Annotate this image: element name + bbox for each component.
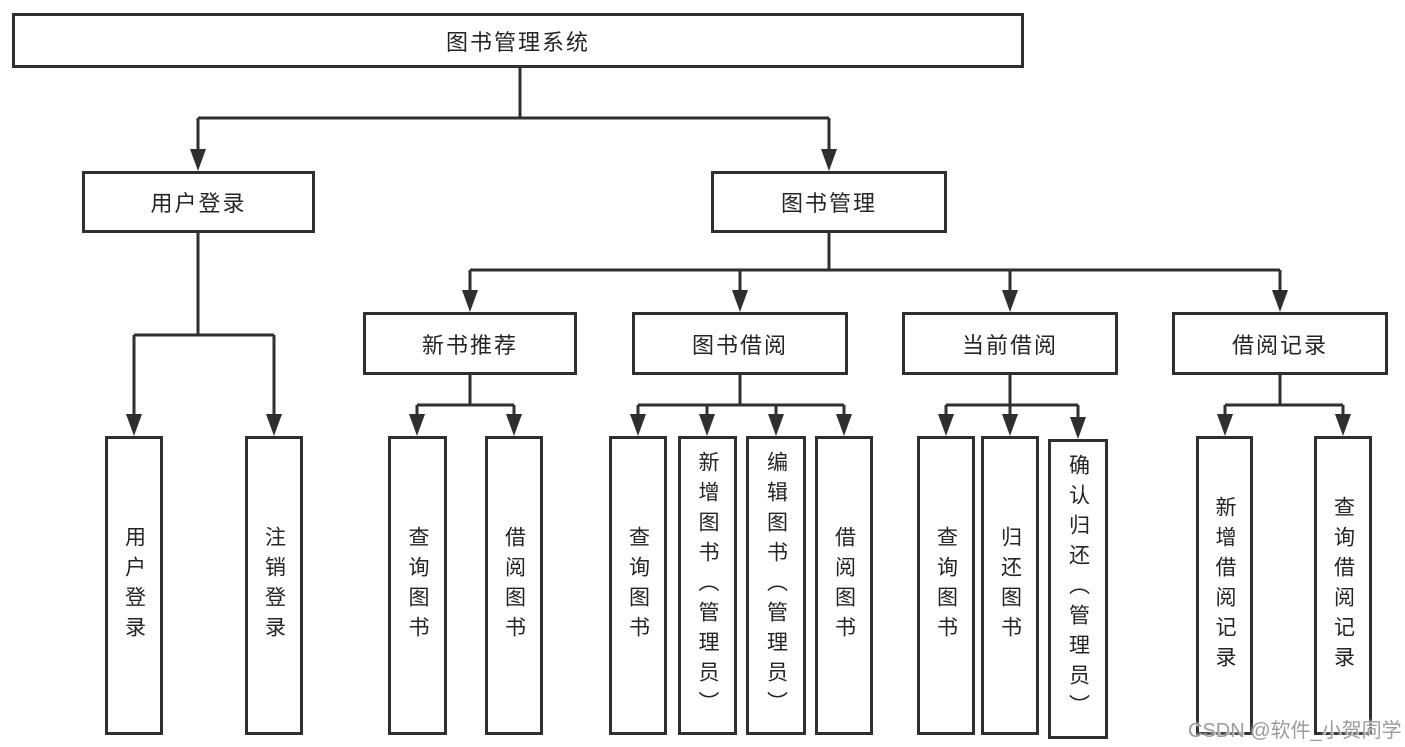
- node-label: 图书管理系统: [445, 29, 590, 55]
- leaf-label: 查询图书: [626, 525, 650, 646]
- leaf-add-borrow-record: 新增借阅记录: [1196, 436, 1253, 735]
- node-label: 图书管理: [780, 191, 877, 216]
- node-library-management-system: 图书管理系统: [12, 13, 1024, 68]
- leaf-label: 编辑图书（管理员）: [764, 450, 788, 721]
- node-book-borrowing: 图书借阅: [632, 312, 848, 375]
- leaf-query-books-recommend: 查询图书: [388, 436, 447, 735]
- node-borrowing-records: 借阅记录: [1172, 312, 1388, 375]
- leaf-label: 新增图书（管理员）: [696, 450, 719, 721]
- leaf-label: 确认归还（管理员）: [1066, 454, 1090, 724]
- leaf-borrow-books-recommend: 借阅图书: [485, 436, 543, 735]
- leaf-label: 归还图书: [998, 525, 1022, 646]
- node-label: 图书借阅: [691, 332, 788, 358]
- leaf-return-books: 归还图书: [981, 436, 1039, 735]
- leaf-label: 查询图书: [934, 525, 958, 646]
- leaf-query-books-borrowing: 查询图书: [609, 436, 667, 735]
- leaf-query-books-current: 查询图书: [917, 436, 975, 735]
- node-label: 用户登录: [150, 191, 247, 216]
- node-label: 借阅记录: [1231, 332, 1328, 358]
- leaf-edit-books-admin: 编辑图书（管理员）: [746, 436, 806, 735]
- node-current-borrowing: 当前借阅: [902, 312, 1118, 375]
- leaf-query-borrow-record: 查询借阅记录: [1314, 436, 1372, 735]
- leaf-label: 注销登录: [262, 525, 286, 646]
- leaf-logout: 注销登录: [245, 436, 303, 735]
- leaf-label: 借阅图书: [502, 525, 526, 646]
- leaf-label: 查询图书: [406, 525, 429, 646]
- leaf-label: 借阅图书: [832, 525, 856, 646]
- node-user-login-group: 用户登录: [82, 171, 315, 233]
- node-book-management: 图书管理: [711, 171, 947, 233]
- leaf-borrow-books: 借阅图书: [815, 436, 873, 735]
- watermark: CSDN @软件_小贺同学: [1188, 720, 1402, 742]
- leaf-label: 用户登录: [122, 525, 146, 646]
- node-label: 当前借阅: [961, 332, 1058, 358]
- leaf-confirm-return-admin: 确认归还（管理员）: [1048, 439, 1108, 739]
- leaf-user-login: 用户登录: [105, 436, 163, 735]
- leaf-label: 新增借阅记录: [1213, 495, 1236, 676]
- node-label: 新书推荐: [421, 332, 518, 358]
- node-new-book-recommendation: 新书推荐: [363, 312, 577, 375]
- leaf-label: 查询借阅记录: [1331, 495, 1355, 676]
- leaf-add-books-admin: 新增图书（管理员）: [678, 436, 737, 735]
